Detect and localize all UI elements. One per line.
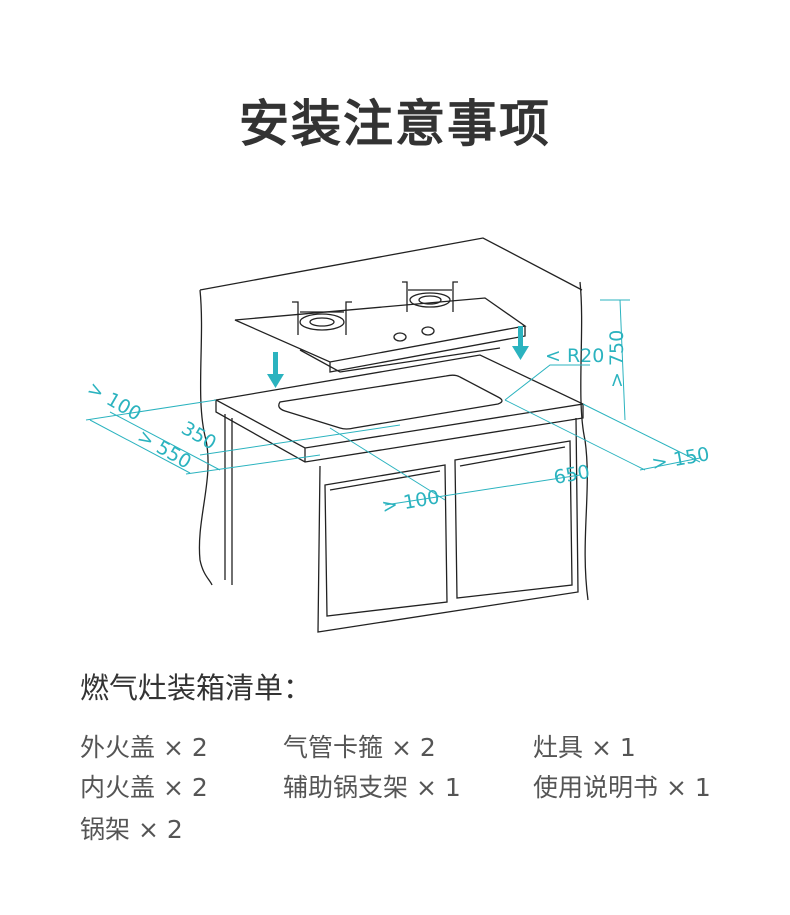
countertop xyxy=(214,354,586,463)
packing-item: 外火盖 × 2 xyxy=(80,733,208,762)
installation-diagram: > 100 350 > 550 > 100 650 > 150 < R20 > … xyxy=(84,237,711,633)
burner-right xyxy=(402,281,458,312)
packing-item: 内火盖 × 2 xyxy=(80,773,208,802)
dim-cutout-width: 650 xyxy=(552,461,592,489)
packing-item: 使用说明书 × 1 xyxy=(533,773,711,802)
dim-front-clearance: > 100 xyxy=(380,486,441,518)
arrows xyxy=(267,326,529,388)
cutout xyxy=(278,374,503,430)
knobs xyxy=(393,326,435,342)
dim-height-clearance: > 750 xyxy=(606,330,628,388)
left-door xyxy=(324,464,448,617)
wall-outline xyxy=(198,237,589,601)
dim-right-clearance: > 150 xyxy=(650,443,711,475)
dim-left-clearance: > 100 xyxy=(84,377,145,425)
packing-list-heading: 燃气灶装箱清单： xyxy=(80,671,313,705)
packing-item: 辅助锅支架 × 1 xyxy=(283,773,461,802)
packing-item: 灶具 × 1 xyxy=(533,733,636,762)
arrow-down-left xyxy=(267,352,284,388)
right-door xyxy=(454,440,573,599)
cabinet xyxy=(224,414,579,633)
packing-item: 气管卡箍 × 2 xyxy=(283,733,436,762)
packing-item: 锅架 × 2 xyxy=(80,815,183,844)
burner-left xyxy=(292,301,352,335)
dim-corner-radius: < R20 xyxy=(545,345,604,367)
hob-glass xyxy=(234,297,527,373)
page-title: 安装注意事项 xyxy=(239,95,551,153)
arrow-down-right xyxy=(512,326,529,360)
